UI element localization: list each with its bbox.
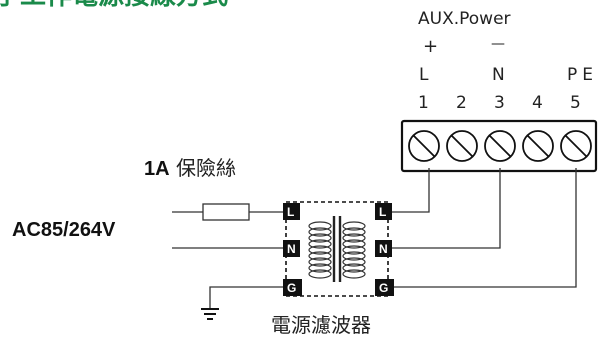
aux-power-label: AUX.Power [418,9,511,29]
filter-terminal-left-n [283,240,300,257]
filter-terminal-right-g [375,279,394,296]
terminal-letter-3: N [492,65,505,85]
filter-terminal-right-n [375,240,392,257]
terminal-number-3: 3 [494,93,505,113]
fuse-label: 1A 保險絲 [144,156,236,180]
filter-terminal-right-n-label: N [379,242,388,256]
minus-sign: — [491,36,505,52]
input-voltage-label: AC85/264V [12,219,116,241]
fuse-body [202,203,250,221]
filter-terminal-left-l-label: L [287,205,294,219]
terminal-numbers: 1 2 3 4 5 [418,93,581,113]
fuse-rating: 1A [144,158,170,180]
fuse-name: 保險絲 [176,156,236,180]
filter-terminal-left-g-label: G [287,281,296,295]
terminal-number-2: 2 [456,93,467,113]
ground-icon [201,308,219,320]
terminal-number-4: 4 [532,93,543,113]
filter-terminal-left-n-label: N [287,242,296,256]
wire-output-l [388,168,430,213]
terminal-number-1: 1 [418,93,429,113]
power-filter: L N G L N G [283,201,394,297]
page-title: 子工作電源接線方式 [0,0,228,11]
screw-terminal-icon [408,130,592,162]
plus-sign: + [423,36,438,57]
filter-terminal-right-l-label: L [379,205,386,219]
terminal-letters: L N PE [419,65,598,85]
filter-terminal-left-g [283,279,302,296]
filter-terminal-right-g-label: G [379,281,388,295]
filter-caption: 電源濾波器 [271,313,371,337]
transformer-coil-icon [308,216,366,282]
wire-ground [209,286,286,309]
terminal-number-5: 5 [570,93,581,113]
filter-terminal-left-l [283,203,300,220]
wire-output-n [388,168,501,249]
wire-output-pe [388,168,577,288]
terminal-block [400,119,598,173]
terminal-letter-1: L [419,65,429,85]
filter-terminal-right-l [375,203,392,220]
terminal-letter-5: PE [567,65,598,85]
